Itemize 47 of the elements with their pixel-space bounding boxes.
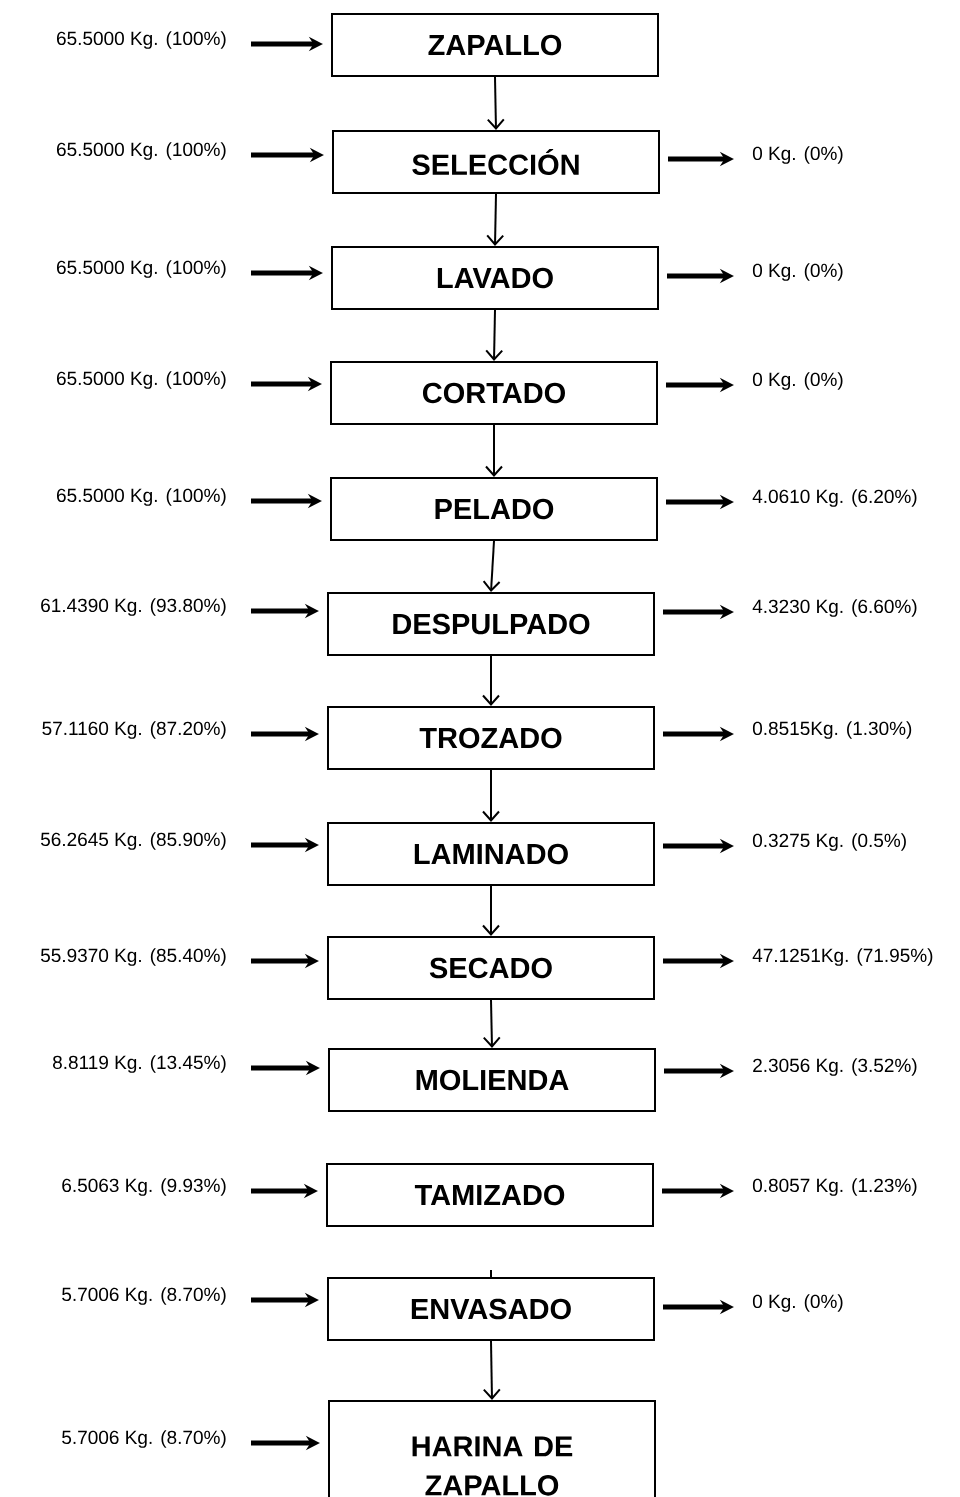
arrow bbox=[486, 76, 505, 130]
mass-label: 0 Kg. (0%) bbox=[752, 263, 843, 281]
mass-label: 0 Kg. (0%) bbox=[752, 1294, 843, 1312]
mass-label: 55.9370 Kg. (85.40%) bbox=[40, 948, 226, 966]
process-box: DESPULPADO bbox=[327, 592, 655, 656]
arrow bbox=[482, 540, 501, 592]
process-box: LAMINADO bbox=[327, 822, 655, 886]
mass-label: 4.3230 Kg. (6.60%) bbox=[752, 599, 917, 617]
mass-label: 0.8515Kg. (1.30%) bbox=[752, 721, 912, 739]
mass-label: 6.5063 Kg. (9.93%) bbox=[62, 1178, 226, 1196]
mass-label: 65.5000 Kg. (100%) bbox=[57, 371, 226, 389]
arrow bbox=[482, 655, 500, 706]
arrow bbox=[482, 769, 500, 822]
process-box: TROZADO bbox=[327, 706, 655, 770]
arrow bbox=[486, 193, 505, 246]
process-box: PELADO bbox=[330, 477, 658, 541]
process-box: LAVADO bbox=[331, 246, 659, 310]
process-box: HARINA DE ZAPALLO bbox=[328, 1400, 656, 1497]
mass-label: 0.3275 Kg. (0.5%) bbox=[752, 833, 906, 851]
arrow bbox=[482, 1340, 501, 1400]
process-box: TAMIZADO bbox=[326, 1163, 654, 1227]
process-box: ZAPALLO bbox=[331, 13, 659, 77]
mass-label: 65.5000 Kg. (100%) bbox=[57, 488, 226, 506]
mass-label: 65.5000 Kg. (100%) bbox=[57, 260, 226, 278]
process-box: CORTADO bbox=[330, 361, 658, 425]
mass-label: 5.7006 Kg. (8.70%) bbox=[62, 1287, 226, 1305]
mass-label: 4.0610 Kg. (6.20%) bbox=[752, 489, 917, 507]
process-box: MOLIENDA bbox=[328, 1048, 656, 1112]
mass-label: 65.5000 Kg. (100%) bbox=[57, 31, 226, 49]
mass-label: 65.5000 Kg. (100%) bbox=[57, 142, 226, 160]
process-box: SECADO bbox=[327, 936, 655, 1000]
mass-label: 56.2645 Kg. (85.90%) bbox=[40, 832, 226, 850]
mass-label: 0.8057 Kg. (1.23%) bbox=[752, 1178, 917, 1196]
arrow bbox=[482, 999, 501, 1048]
mass-label: 0 Kg. (0%) bbox=[752, 146, 843, 164]
mass-label: 2.3056 Kg. (3.52%) bbox=[753, 1058, 917, 1076]
arrow bbox=[485, 424, 503, 477]
mass-label: 61.4390 Kg. (93.80%) bbox=[41, 598, 226, 616]
mass-label: 57.1160 Kg. (87.20%) bbox=[42, 721, 226, 739]
mass-label: 47.1251Kg. (71.95%) bbox=[752, 948, 933, 966]
process-box: SELECCIÓN bbox=[332, 130, 660, 194]
process-box: ENVASADO bbox=[327, 1277, 655, 1341]
mass-label: 0 Kg. (0%) bbox=[752, 372, 843, 390]
arrow bbox=[482, 885, 500, 936]
mass-label: 8.8119 Kg. (13.45%) bbox=[53, 1055, 226, 1073]
mass-label: 5.7006 Kg. (8.70%) bbox=[62, 1430, 226, 1448]
arrow bbox=[485, 309, 504, 361]
